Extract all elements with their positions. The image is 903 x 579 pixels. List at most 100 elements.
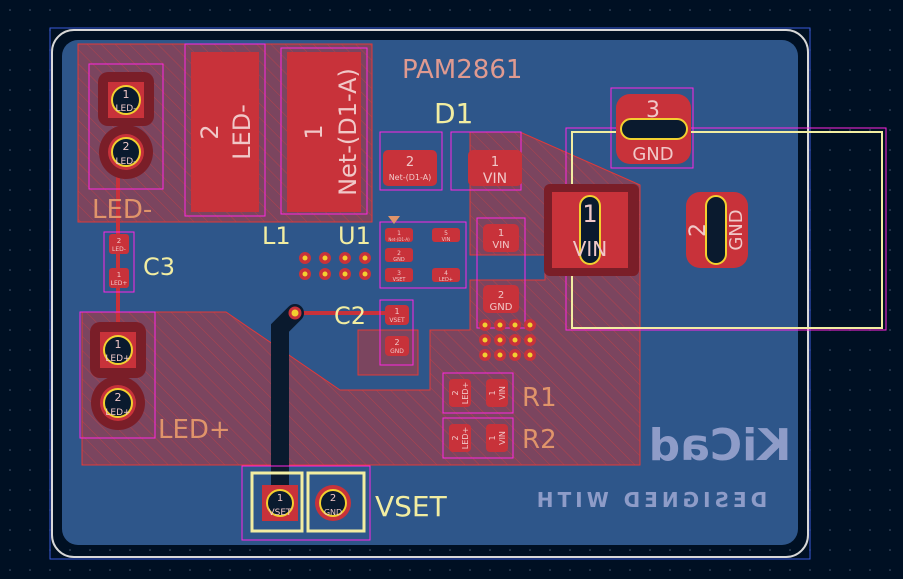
pad-number: 2 <box>330 493 336 504</box>
d1-pad-1[interactable]: 1 VIN <box>468 150 522 187</box>
pad-net: VIN <box>573 237 608 261</box>
ref-c2: C2 <box>334 302 366 330</box>
pad-net: GND <box>632 144 673 165</box>
pad-number: 1 <box>115 338 122 351</box>
pad-number: 2 <box>686 223 711 237</box>
board-title: PAM2861 <box>402 55 522 85</box>
pad-number: 1 <box>394 307 399 316</box>
kicad-logo-text: KiCad <box>649 420 792 471</box>
pad-number: 1 <box>300 124 328 139</box>
u1-pad-5[interactable]: 5 VIN <box>432 228 460 243</box>
c2-pad-1[interactable]: 1 VSET <box>385 305 409 325</box>
pad-number: 2 <box>123 140 130 153</box>
pad-number: 1 <box>498 228 504 239</box>
pad-number: 2 <box>115 391 122 404</box>
pad-net: Net-(D1-A) <box>388 237 410 242</box>
jin-pad-2[interactable]: 2 GND <box>686 192 748 268</box>
pad-net: VIN <box>498 386 507 400</box>
pad-number: 2 <box>406 155 414 170</box>
r2-pad-1[interactable]: 1 VIN <box>486 424 508 452</box>
pad-number: 5 <box>444 230 448 237</box>
pad-number: 1 <box>488 390 497 395</box>
c3-pad-1[interactable]: 1 LED+ <box>109 268 129 288</box>
u1-pad-3[interactable]: 3 VSET <box>385 268 413 283</box>
pad-number: 3 <box>646 98 660 123</box>
pin1-marker <box>388 216 400 224</box>
pad-number: 2 <box>451 390 460 395</box>
pad-number: 2 <box>451 435 460 440</box>
pad-number: 2 <box>117 237 121 245</box>
board-edge-outline <box>51 29 809 558</box>
pad-number: 1 <box>277 493 283 504</box>
l1-pad-1[interactable]: 1 Net-(D1-A) <box>287 52 362 212</box>
pad-number: 1 <box>488 435 497 440</box>
pad-number: 1 <box>582 200 597 228</box>
jin-pad-1[interactable]: 1 VIN <box>544 184 639 276</box>
pad-net: LED+ <box>461 427 470 449</box>
via <box>288 306 302 320</box>
pad-net: VSET <box>389 317 405 324</box>
c3-pad-2[interactable]: 2 LED- <box>109 234 129 254</box>
pad-number: 3 <box>397 270 401 277</box>
vset-pad-1[interactable]: 1 VSET <box>262 485 298 521</box>
led-minus-pad-1[interactable]: 1 LED- <box>98 72 154 126</box>
pad-net: Net-(D1-A) <box>334 68 362 196</box>
u1-pad-2[interactable]: 2 GND <box>385 248 413 263</box>
pad-net: VIN <box>483 171 507 187</box>
pad-net: VSET <box>268 508 292 518</box>
ref-c3: C3 <box>143 253 175 281</box>
pad-number: 1 <box>397 230 401 237</box>
pad-net: LED- <box>112 246 126 253</box>
jin-pad-3[interactable]: 3 GND <box>616 94 691 165</box>
pad-net: GND <box>726 209 747 250</box>
led-plus-pad-2[interactable]: 2 LED+ <box>91 376 145 430</box>
led-plus-pad-1[interactable]: 1 LED+ <box>90 322 146 378</box>
board-bbox <box>49 27 811 560</box>
pad-net: VIN <box>498 431 507 445</box>
ref-d1: D1 <box>434 97 473 130</box>
pad-net: LED- <box>228 104 256 160</box>
u1-pads: 1 Net-(D1-A) 2 GND 3 VSET 4 LED+ 5 VIN <box>385 228 460 283</box>
ref-l1: L1 <box>262 222 291 250</box>
d1-pad-2[interactable]: 2 Net-(D1-A) <box>383 150 437 186</box>
led-minus-pad-2[interactable]: 2 LED- <box>99 125 153 179</box>
pad-net: LED+ <box>105 408 130 418</box>
pad-net: LED+ <box>461 382 470 404</box>
pad-number: 2 <box>397 250 401 257</box>
cin-pad-1[interactable]: 1 VIN <box>483 224 519 252</box>
pad-number: 1 <box>491 155 499 170</box>
l1-pad-2[interactable]: 2 LED- <box>191 52 259 212</box>
pad-number: 1 <box>117 271 121 279</box>
ref-led-plus: LED+ <box>158 415 231 445</box>
pad-net: LED- <box>116 104 137 114</box>
back-trace <box>271 304 304 509</box>
pad-net: Net-(D1-A) <box>389 173 432 182</box>
kicad-logo: KiCad DESIGNED WITH <box>533 420 792 512</box>
u1-pad-4[interactable]: 4 LED+ <box>432 268 460 283</box>
pad-number: 1 <box>123 88 130 101</box>
pad-net: LED+ <box>439 277 453 283</box>
vset-pad-2[interactable]: 2 GND <box>315 485 351 521</box>
pad-net: GND <box>490 302 513 313</box>
u1-pad-1[interactable]: 1 Net-(D1-A) <box>385 228 413 242</box>
pad-net: LED- <box>116 157 137 167</box>
pad-net: GND <box>390 348 404 355</box>
r1-pad-1[interactable]: 1 VIN <box>486 379 508 407</box>
ref-vset: VSET <box>375 490 448 523</box>
pad-net: VIN <box>492 240 509 251</box>
pad-number: 2 <box>196 124 224 139</box>
r1-pad-2[interactable]: 2 LED+ <box>449 379 471 407</box>
pad-net: VSET <box>393 277 407 283</box>
r2-pad-2[interactable]: 2 LED+ <box>449 424 471 452</box>
cin-pad-2[interactable]: 2 GND <box>483 285 519 313</box>
pad-net: VIN <box>442 237 451 243</box>
c2-pad-2[interactable]: 2 GND <box>385 336 409 356</box>
ref-led-minus: LED- <box>92 195 152 225</box>
pad-net: LED+ <box>105 354 130 364</box>
pin-header-array <box>299 252 536 361</box>
pad-number: 4 <box>444 270 448 277</box>
pad-number: 2 <box>394 338 399 347</box>
pad-number: 2 <box>498 290 504 301</box>
